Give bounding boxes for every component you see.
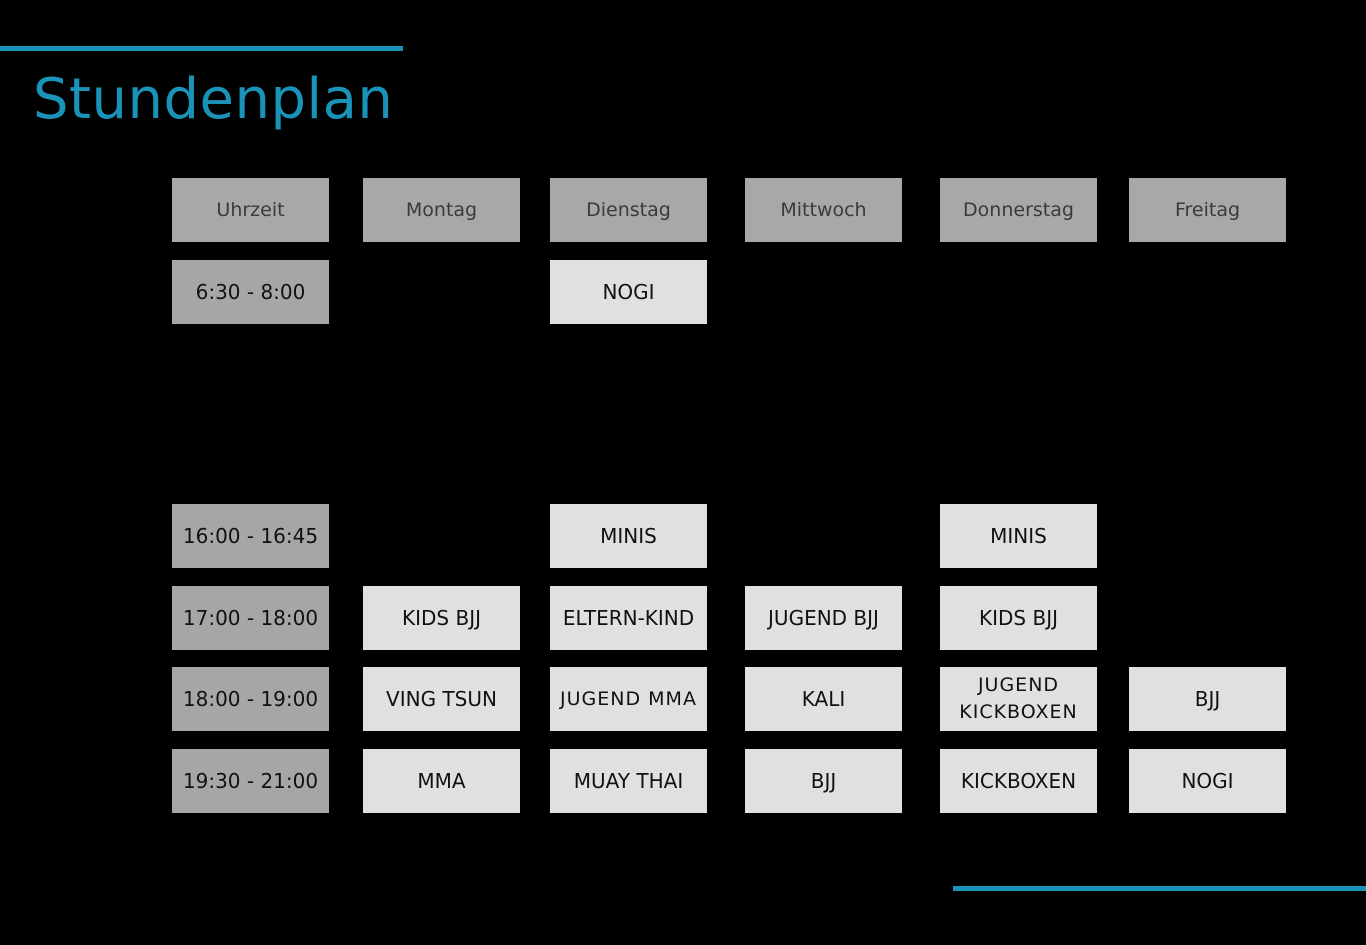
class-cell: BJJ bbox=[1129, 667, 1286, 731]
time-slot: 17:00 - 18:00 bbox=[172, 586, 329, 650]
header-time: Uhrzeit bbox=[172, 178, 329, 242]
class-cell: MMA bbox=[363, 749, 520, 813]
class-cell: VING TSUN bbox=[363, 667, 520, 731]
class-cell: NOGI bbox=[1129, 749, 1286, 813]
time-slot: 18:00 - 19:00 bbox=[172, 667, 329, 731]
class-cell: ELTERN-KIND bbox=[550, 586, 707, 650]
class-cell: KIDS BJJ bbox=[940, 586, 1097, 650]
header-friday: Freitag bbox=[1129, 178, 1286, 242]
bottom-accent-line bbox=[953, 886, 1366, 891]
class-cell: KIDS BJJ bbox=[363, 586, 520, 650]
time-slot: 16:00 - 16:45 bbox=[172, 504, 329, 568]
class-cell: KALI bbox=[745, 667, 902, 731]
header-wednesday: Mittwoch bbox=[745, 178, 902, 242]
time-slot: 6:30 - 8:00 bbox=[172, 260, 329, 324]
class-cell: KICKBOXEN bbox=[940, 749, 1097, 813]
class-cell: JUGEND MMA bbox=[550, 667, 707, 731]
header-tuesday: Dienstag bbox=[550, 178, 707, 242]
top-accent-line bbox=[0, 46, 403, 51]
class-cell: MINIS bbox=[940, 504, 1097, 568]
time-slot: 19:30 - 21:00 bbox=[172, 749, 329, 813]
page-title: Stundenplan bbox=[33, 67, 394, 132]
header-monday: Montag bbox=[363, 178, 520, 242]
class-cell: MUAY THAI bbox=[550, 749, 707, 813]
class-cell: MINIS bbox=[550, 504, 707, 568]
class-cell: BJJ bbox=[745, 749, 902, 813]
class-cell: JUGEND BJJ bbox=[745, 586, 902, 650]
header-thursday: Donnerstag bbox=[940, 178, 1097, 242]
class-cell: JUGEND KICKBOXEN bbox=[940, 667, 1097, 731]
class-cell: NOGI bbox=[550, 260, 707, 324]
